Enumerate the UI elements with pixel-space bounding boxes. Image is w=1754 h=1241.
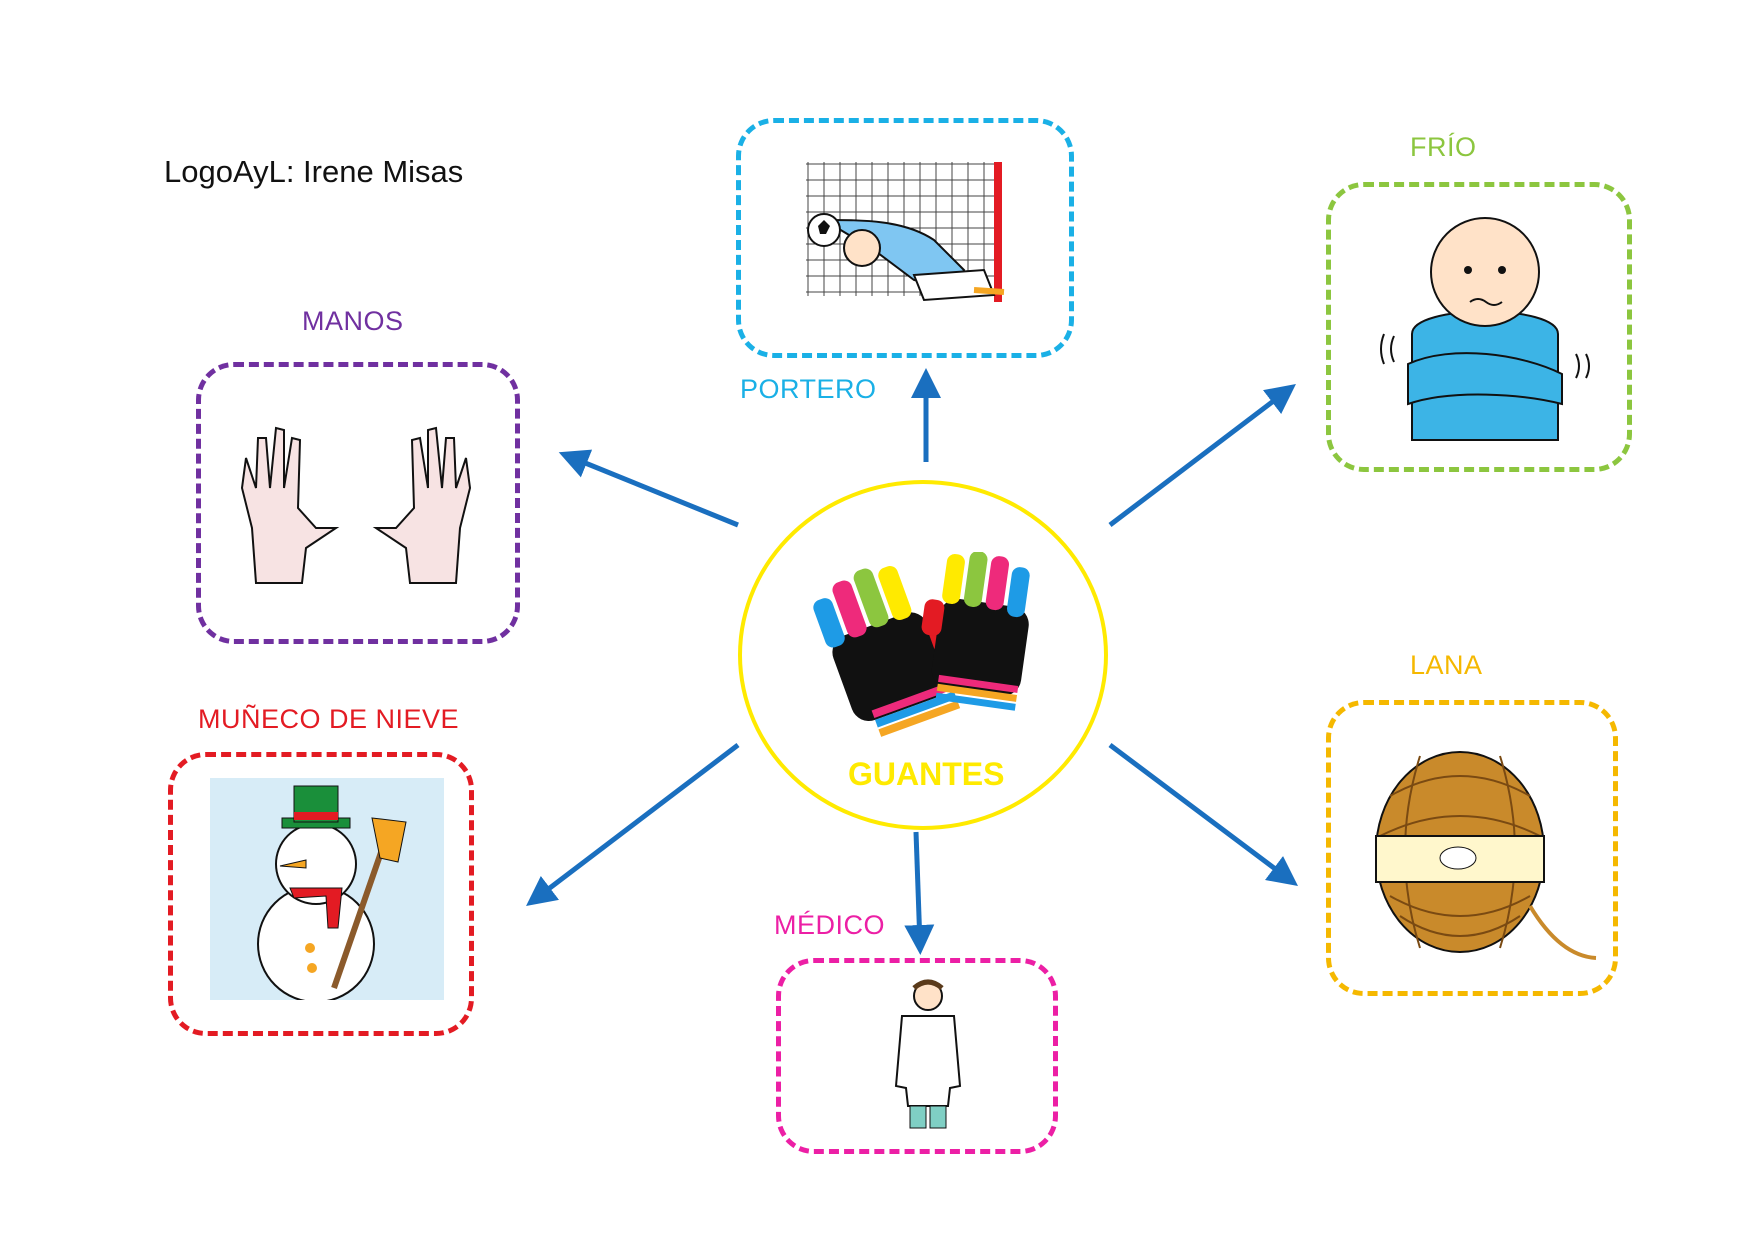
manos-label: MANOS	[302, 306, 404, 336]
portero-label: PORTERO	[740, 374, 877, 404]
goalkeeper-icon	[806, 162, 1005, 302]
lana-label: LANA	[1410, 650, 1483, 680]
hands-icon	[240, 426, 472, 584]
arrow-to-frio	[1108, 383, 1296, 527]
muneco-label: MUÑECO DE NIEVE	[198, 704, 460, 734]
arrow-to-lana	[1108, 743, 1298, 886]
arrow-to-muneco	[526, 743, 740, 907]
arrow-to-manos	[558, 449, 739, 528]
snowman-icon	[210, 778, 444, 1000]
yarn-ball-icon	[1375, 751, 1597, 960]
center-label: GUANTES	[848, 756, 1005, 792]
gloves-icon	[813, 552, 1030, 737]
frio-label: FRÍO	[1410, 132, 1477, 162]
doctor-icon	[894, 979, 962, 1129]
medico-label: MÉDICO	[774, 910, 885, 940]
cold-person-icon	[1380, 217, 1590, 441]
center-circle	[738, 480, 1108, 830]
author-credit: LogoAyL: Irene Misas	[164, 154, 464, 189]
arrow-to-medico	[904, 831, 935, 955]
